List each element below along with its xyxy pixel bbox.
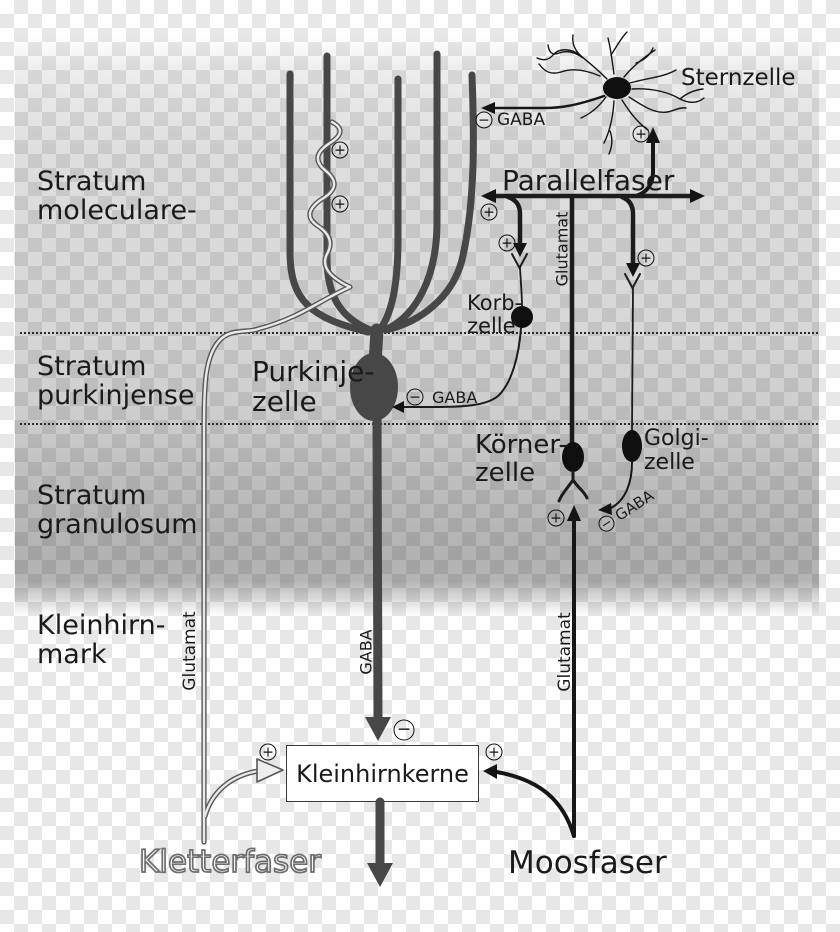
layer-label-stratum-granulosum: Stratum granulosum xyxy=(37,480,198,541)
inhibitory-symbol: − xyxy=(406,388,424,406)
excitatory-symbol: + xyxy=(632,125,650,143)
cell-label-koernerzelle: Körner- zelle xyxy=(475,430,568,489)
excitatory-symbol: + xyxy=(480,203,498,221)
layer-boundary-dotted-line xyxy=(20,332,818,334)
layer-label-stratum-purkinjense: Stratum purkinjense xyxy=(37,351,195,412)
layer-boundary-dotted-line xyxy=(20,423,818,425)
transmitter-label-glutamat-kletterfaser: Glutamat xyxy=(180,611,200,691)
transmitter-label-gaba-korbzelle: GABA xyxy=(432,388,478,407)
excitatory-symbol: + xyxy=(637,249,655,267)
fiber-label-kletterfaser: Kletterfaser xyxy=(138,844,322,880)
fiber-label-parallelfaser: Parallelfaser xyxy=(502,164,675,197)
kleinhirnkerne-box: Kleinhirnkerne xyxy=(286,745,479,802)
purkinje-cell xyxy=(286,50,477,887)
excitatory-symbol: + xyxy=(259,743,277,761)
fiber-label-moosfaser: Moosfaser xyxy=(508,845,667,881)
golgi-cell xyxy=(598,430,642,515)
stellate-cell xyxy=(481,31,705,198)
inhibitory-symbol: − xyxy=(393,719,415,741)
transmitter-label-gaba-purkinje-axon: GABA xyxy=(356,629,376,675)
transmitter-label-gaba-sternzelle: GABA xyxy=(497,110,546,130)
excitatory-symbol: + xyxy=(485,743,503,761)
kleinhirnkerne-label: Kleinhirnkerne xyxy=(296,759,469,788)
layer-label-stratum-moleculare: Stratum moleculare- xyxy=(37,166,197,227)
climbing-fiber xyxy=(201,119,353,845)
excitatory-symbol: + xyxy=(331,195,349,213)
excitatory-symbol: + xyxy=(331,141,349,159)
parallel-fiber-and-granule-cell xyxy=(392,189,705,503)
mossy-fiber xyxy=(483,505,581,838)
cell-label-korbzelle: Korb- zelle xyxy=(467,291,523,338)
excitatory-symbol: + xyxy=(547,509,565,527)
excitatory-symbol: + xyxy=(498,234,516,252)
cell-label-golgizelle: Golgi- zelle xyxy=(644,426,709,475)
layer-label-kleinhirnmark: Kleinhirn- mark xyxy=(37,610,166,671)
cortex-layer-band xyxy=(15,36,819,616)
transmitter-label-glutamat-parallelfaser: Glutamat xyxy=(552,211,572,287)
cell-label-sternzelle: Sternzelle xyxy=(681,65,796,91)
inhibitory-symbol: − xyxy=(475,111,493,129)
transmitter-label-glutamat-moosfaser: Glutamat xyxy=(555,612,575,692)
cell-label-purkinjezelle: Purkinje- zelle xyxy=(252,355,375,419)
